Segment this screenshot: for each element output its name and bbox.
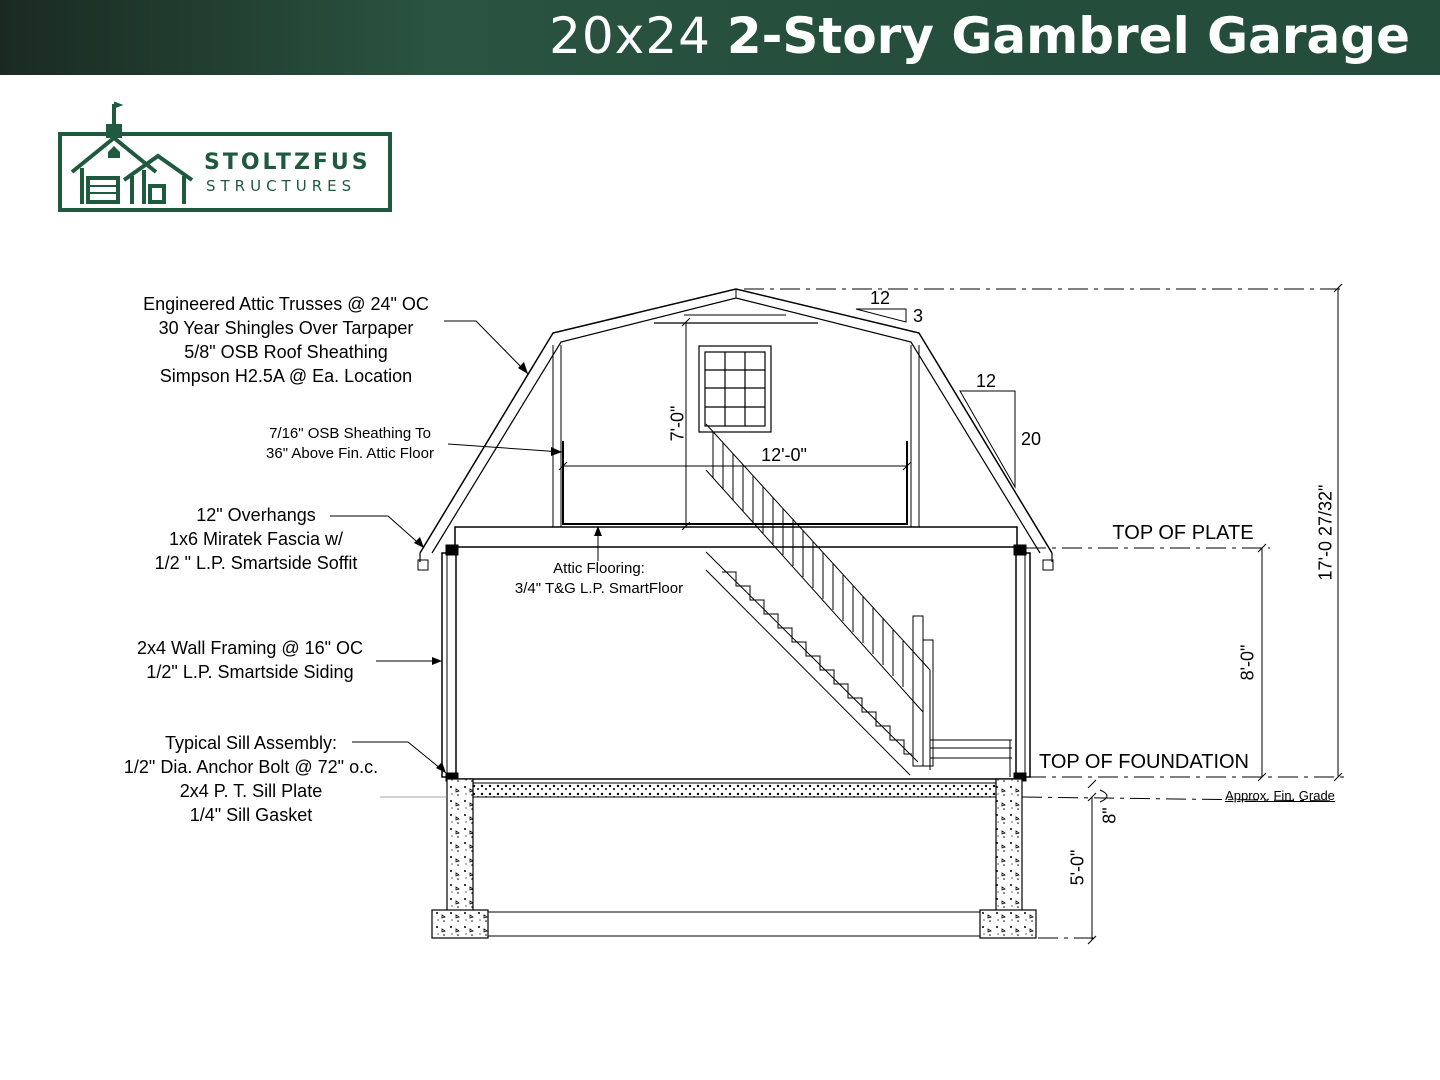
top-of-foundation-label: TOP OF FOUNDATION [1038,751,1249,773]
sheathing-note-2: 36" Above Fin. Attic Floor [266,445,434,462]
sill-note-1: Typical Sill Assembly: [164,733,338,753]
attic-floor-callout: Attic Flooring: 3/4" T&G L.P. SmartFloor [490,559,708,599]
sill-callout: Typical Sill Assembly: 1/2" Dia. Anchor … [100,731,402,827]
barn-icon [70,101,194,204]
roof-note-4: Simpson H2.5A @ Ea. Location [159,366,413,386]
overhang-callout: 12" Overhangs 1x6 Miratek Fascia w/ 1/2 … [130,503,382,575]
roof-callout: Engineered Attic Trusses @ 24" OC 30 Yea… [116,292,456,388]
gable-window [698,345,772,433]
logo-frame [58,132,392,212]
top-of-plate-label: TOP OF PLATE [1112,522,1254,544]
sill-note-3: 2x4 P. T. Sill Plate [179,781,323,801]
title-banner: 20x24 2-Story Gambrel Garage [0,0,1440,75]
roof-note-2: 30 Year Shingles Over Tarpaper [158,318,414,338]
roof-note-1: Engineered Attic Trusses @ 24" OC [143,294,429,314]
sill-note-4: 1/4" Sill Gasket [189,805,313,825]
overhang-note-1: 12" Overhangs [196,505,316,525]
wall-height-dim: 8'-0" [1237,644,1258,681]
upper-pitch-run: 12 [869,288,891,308]
attic-truss [454,314,1018,548]
attic-height-dim: 7'-0" [667,405,688,442]
grade-offset-dim: 8" [1099,807,1120,824]
roof-note-3: 5/8" OSB Roof Sheathing [184,342,388,362]
sheathing-note-1: 7/16" OSB Sheathing To [269,425,431,442]
gambrel-roof [417,288,1054,571]
attic-floor-note-1: Attic Flooring: [553,560,645,577]
wall-note-1: 2x4 Wall Framing @ 16" OC [136,638,364,658]
grade-label: Approx. Fin. Grade [1225,788,1335,803]
overall-height-dim: 17'-0 27/32" [1315,484,1336,581]
overhang-note-2: 1x6 Miratek Fascia w/ [168,529,344,549]
lower-pitch-run: 12 [975,371,997,391]
foundation [380,778,1037,939]
attic-width-dim: 12'-0" [761,445,807,465]
dimension-lines [558,283,1345,945]
upper-pitch-rise: 3 [912,306,923,326]
page-title: 20x24 2-Story Gambrel Garage [549,6,1410,66]
stairway [705,423,1012,777]
brand-logo: STOLTZFUS STRUCTURES [58,100,392,212]
lower-pitch-rise: 20 [1020,429,1042,449]
wall-callout: 2x4 Wall Framing @ 16" OC 1/2" L.P. Smar… [110,636,390,684]
attic-floor-note-2: 3/4" T&G L.P. SmartFloor [514,580,684,597]
leader-arrowheads [414,362,602,773]
title-model: 2-Story Gambrel Garage [726,7,1410,65]
logo-name-bottom: STRUCTURES [206,177,357,195]
wall-note-2: 1/2" L.P. Smartside Siding [146,662,354,682]
logo-name-top: STOLTZFUS [204,150,371,175]
sill-note-2: 1/2" Dia. Anchor Bolt @ 72" o.c. [123,757,379,777]
foundation-depth-dim: 5'-0" [1067,849,1088,886]
overhang-note-3: 1/2 " L.P. Smartside Soffit [154,553,358,573]
callout-leaders [330,320,599,774]
title-size: 20x24 [549,7,711,65]
sheathing-callout: 7/16" OSB Sheathing To 36" Above Fin. At… [244,424,456,464]
